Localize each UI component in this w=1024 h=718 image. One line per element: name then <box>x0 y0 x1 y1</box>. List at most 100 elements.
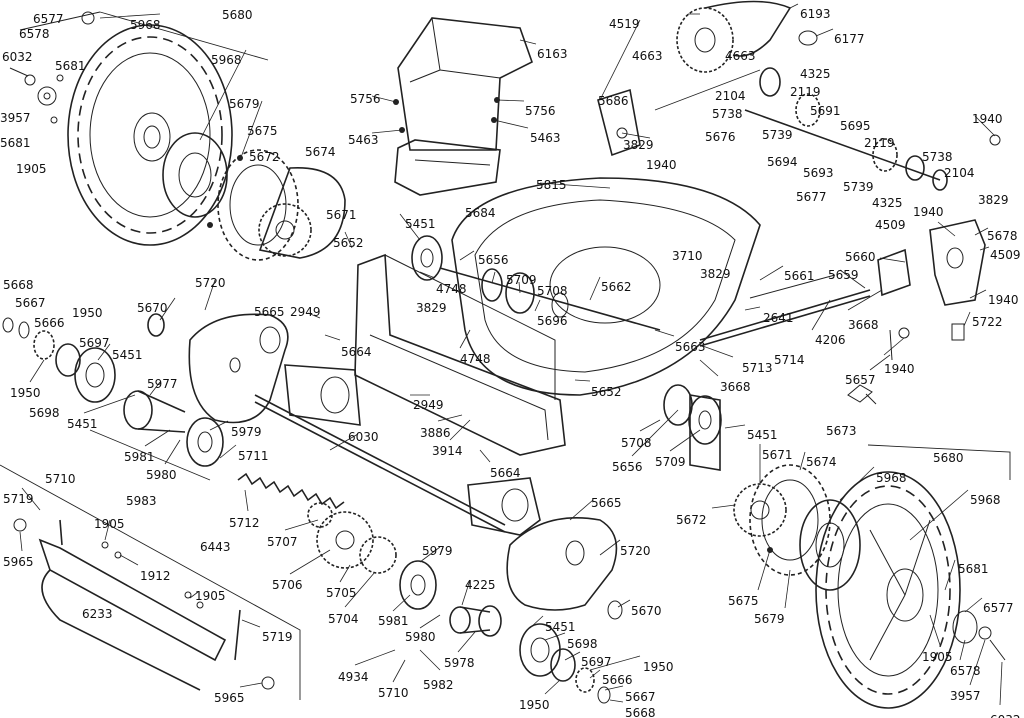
part-number-label: 5681 <box>55 59 86 73</box>
part-number-label: 5707 <box>267 535 298 549</box>
left-gearbox-plate <box>188 313 289 424</box>
part-number-label: 6163 <box>537 47 568 61</box>
lower-washers <box>519 600 623 704</box>
part-number-label: 1912 <box>140 569 171 583</box>
part-number-label: 3710 <box>672 249 703 263</box>
left-washers <box>2 313 165 403</box>
part-number-label: 5693 <box>803 166 834 180</box>
spring-clips <box>847 384 877 405</box>
right-deck-bearing <box>663 384 722 471</box>
part-number-label: 5708 <box>621 436 652 450</box>
part-number-label: 3829 <box>978 193 1009 207</box>
part-number-label: 5662 <box>601 280 632 294</box>
part-number-label: 5982 <box>423 678 454 692</box>
part-number-label: 1940 <box>972 112 1003 126</box>
part-number-label: 5705 <box>326 586 357 600</box>
part-number-label: 5668 <box>625 706 656 718</box>
part-number-label: 5675 <box>247 124 278 138</box>
part-number-label: 5696 <box>537 314 568 328</box>
leader-lines <box>19 3 1003 706</box>
part-number-label: 5681 <box>958 562 989 576</box>
left-rear-wheel <box>67 24 233 246</box>
part-number-label: 4663 <box>632 49 663 63</box>
transmission-bracket <box>929 134 1001 341</box>
part-number-label: 5698 <box>567 637 598 651</box>
part-number-label: 5684 <box>465 206 496 220</box>
part-number-label: 5738 <box>712 107 743 121</box>
part-number-label: 5656 <box>478 253 509 267</box>
deck-bearing-left <box>411 235 443 281</box>
part-number-label: 5691 <box>810 104 841 118</box>
part-number-label: 5722 <box>972 315 1003 329</box>
part-number-label: 1940 <box>988 293 1019 307</box>
part-number-label: 5451 <box>747 428 778 442</box>
part-number-label: 5708 <box>537 284 568 298</box>
part-number-label: 5698 <box>29 406 60 420</box>
part-number-label: 5739 <box>762 128 793 142</box>
part-number-label: 6177 <box>834 32 865 46</box>
part-number-label: 2119 <box>864 136 895 150</box>
part-number-label: 2641 <box>763 311 794 325</box>
part-number-label: 5676 <box>705 130 736 144</box>
part-number-label: 6032 <box>2 50 33 64</box>
part-number-label: 1950 <box>643 660 674 674</box>
part-number-label: 5981 <box>378 614 409 628</box>
part-number-label: 1940 <box>884 362 915 376</box>
part-number-label: 5674 <box>806 455 837 469</box>
part-number-label: 5815 <box>536 178 567 192</box>
center-axle <box>439 267 661 331</box>
main-drive-shaft <box>254 394 506 533</box>
spur-gear <box>307 502 397 574</box>
drive-pulley <box>676 0 792 73</box>
part-number-label: 5756 <box>525 104 556 118</box>
part-number-label: 5463 <box>530 131 561 145</box>
part-number-label: 6443 <box>200 540 231 554</box>
right-sprocket <box>733 483 787 537</box>
linkage-bracket <box>877 248 911 361</box>
part-number-label: 5720 <box>620 544 651 558</box>
part-number-label: 5981 <box>124 450 155 464</box>
part-number-label: 4325 <box>872 196 903 210</box>
part-number-label: 5709 <box>506 273 537 287</box>
part-number-label: 5719 <box>3 492 34 506</box>
left-clutch <box>123 390 224 467</box>
part-number-label: 3829 <box>623 138 654 152</box>
part-number-label: 5671 <box>762 448 793 462</box>
part-number-label: 6578 <box>19 27 50 41</box>
part-number-label: 5665 <box>591 496 622 510</box>
engine-cover <box>394 17 533 196</box>
part-number-label: 1940 <box>646 158 677 172</box>
o-ring <box>798 30 818 46</box>
part-number-label: 5666 <box>34 316 65 330</box>
part-number-label: 5965 <box>214 691 245 705</box>
part-number-label: 5704 <box>328 612 359 626</box>
part-number-label: 5663 <box>675 340 706 354</box>
part-number-label: 5678 <box>987 229 1018 243</box>
part-number-label: 5756 <box>350 92 381 106</box>
part-number-label: 5652 <box>333 236 364 250</box>
part-number-label: 4225 <box>465 578 496 592</box>
part-number-label: 5672 <box>676 513 707 527</box>
left-drive-gear-ring <box>217 149 299 261</box>
part-number-label: 5968 <box>876 471 907 485</box>
part-number-label: 3914 <box>432 444 463 458</box>
part-number-label: 6032 <box>990 713 1021 718</box>
part-number-label: 1940 <box>913 205 944 219</box>
part-number-label: 5719 <box>262 630 293 644</box>
part-number-label: 5451 <box>405 217 436 231</box>
part-number-label: 5667 <box>15 296 46 310</box>
right-wheel-hubcap <box>799 499 861 591</box>
part-number-label: 4663 <box>725 49 756 63</box>
part-number-label: 5451 <box>112 348 143 362</box>
part-number-label: 4934 <box>338 670 369 684</box>
part-number-label: 5739 <box>843 180 874 194</box>
left-gear-cover <box>258 167 346 259</box>
part-number-label: 4748 <box>436 282 467 296</box>
part-number-label: 5714 <box>774 353 805 367</box>
part-number-label: 5661 <box>784 269 815 283</box>
part-number-label: 1950 <box>10 386 41 400</box>
pivot-bracket <box>597 88 641 157</box>
part-number-label: 6577 <box>33 12 64 26</box>
